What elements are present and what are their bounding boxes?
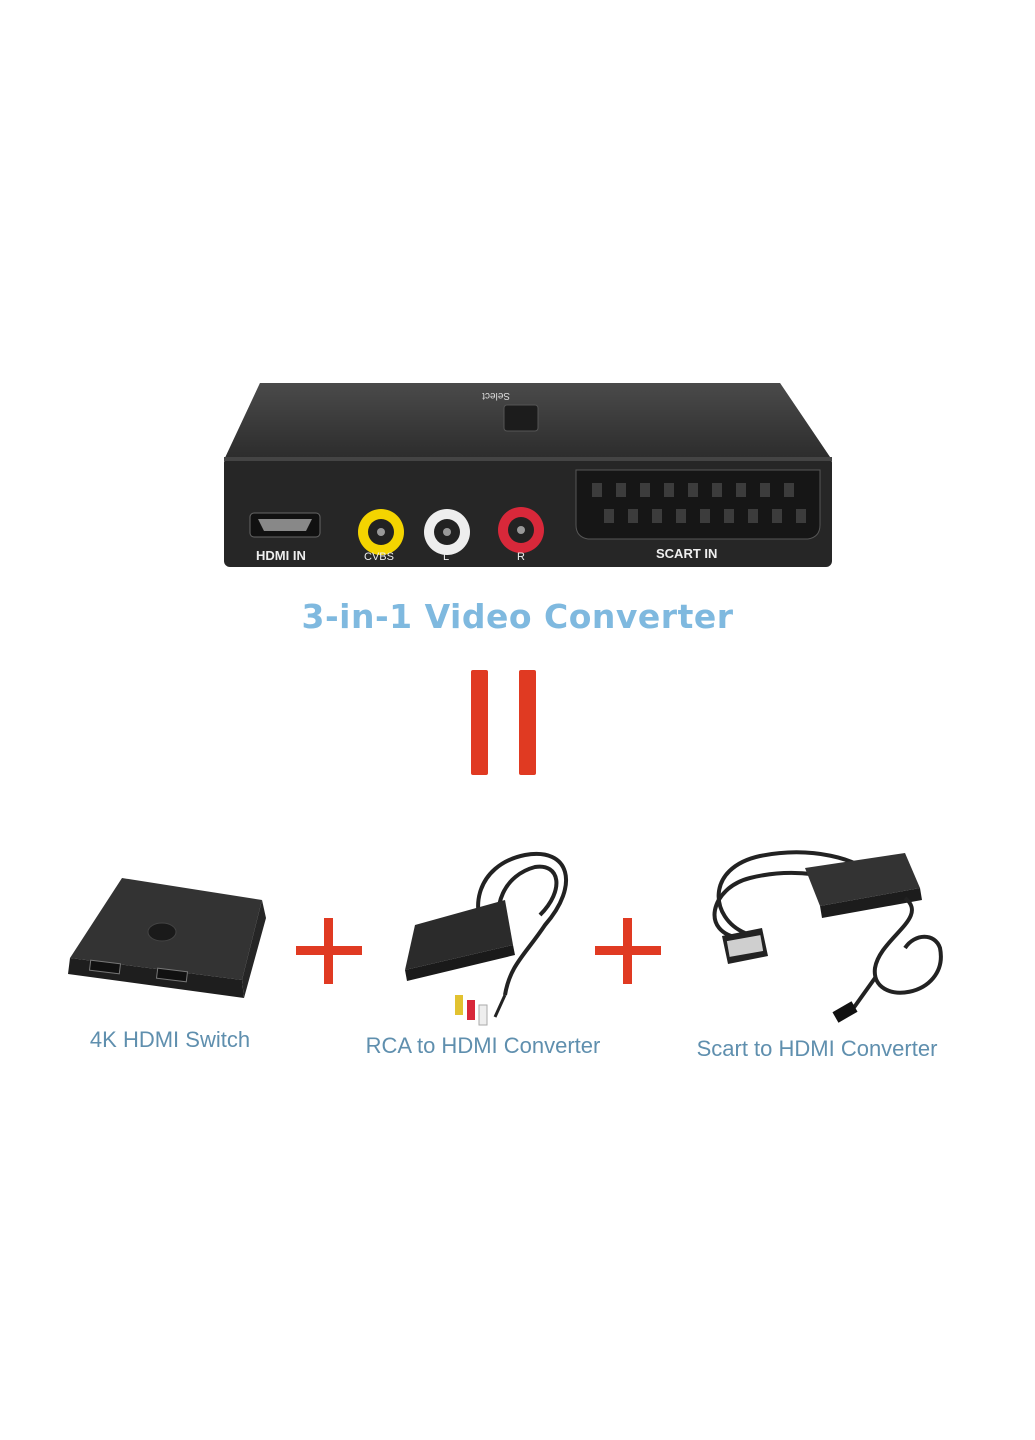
audio-left-jack-icon (424, 509, 470, 555)
plus-icon (595, 918, 661, 984)
equals-bar-left (471, 670, 488, 775)
hdmi-switch-icon (68, 878, 266, 998)
audio-right-jack-icon (498, 507, 544, 553)
product-title: 3-in-1 Video Converter (301, 597, 734, 636)
audio-left-label: L (443, 551, 449, 563)
scart-converter-icon (712, 850, 943, 1023)
equals-bar-right (519, 670, 536, 775)
plus-vertical (324, 918, 333, 984)
audio-right-label: R (517, 551, 525, 563)
hdmi-switch-label: 4K HDMI Switch (89, 1027, 251, 1052)
scart-port-icon (575, 469, 821, 540)
scart-in-label: SCART IN (656, 546, 717, 561)
cvbs-label: CVBS (364, 551, 394, 563)
select-button-label: Select (482, 390, 510, 401)
rca-converter-label: RCA to HDMI Converter (365, 1033, 601, 1058)
select-button[interactable]: Select (482, 390, 539, 432)
scart-converter-label: Scart to HDMI Converter (696, 1036, 938, 1061)
plus-vertical (623, 918, 632, 984)
video-converter-device: Select HDMI IN CVBS L R (224, 383, 832, 567)
rca-converter-icon (405, 851, 569, 1026)
cvbs-jack-icon (358, 509, 404, 555)
plus-icon (296, 918, 362, 984)
hdmi-port-icon (249, 512, 321, 538)
hdmi-in-label: HDMI IN (256, 548, 306, 563)
